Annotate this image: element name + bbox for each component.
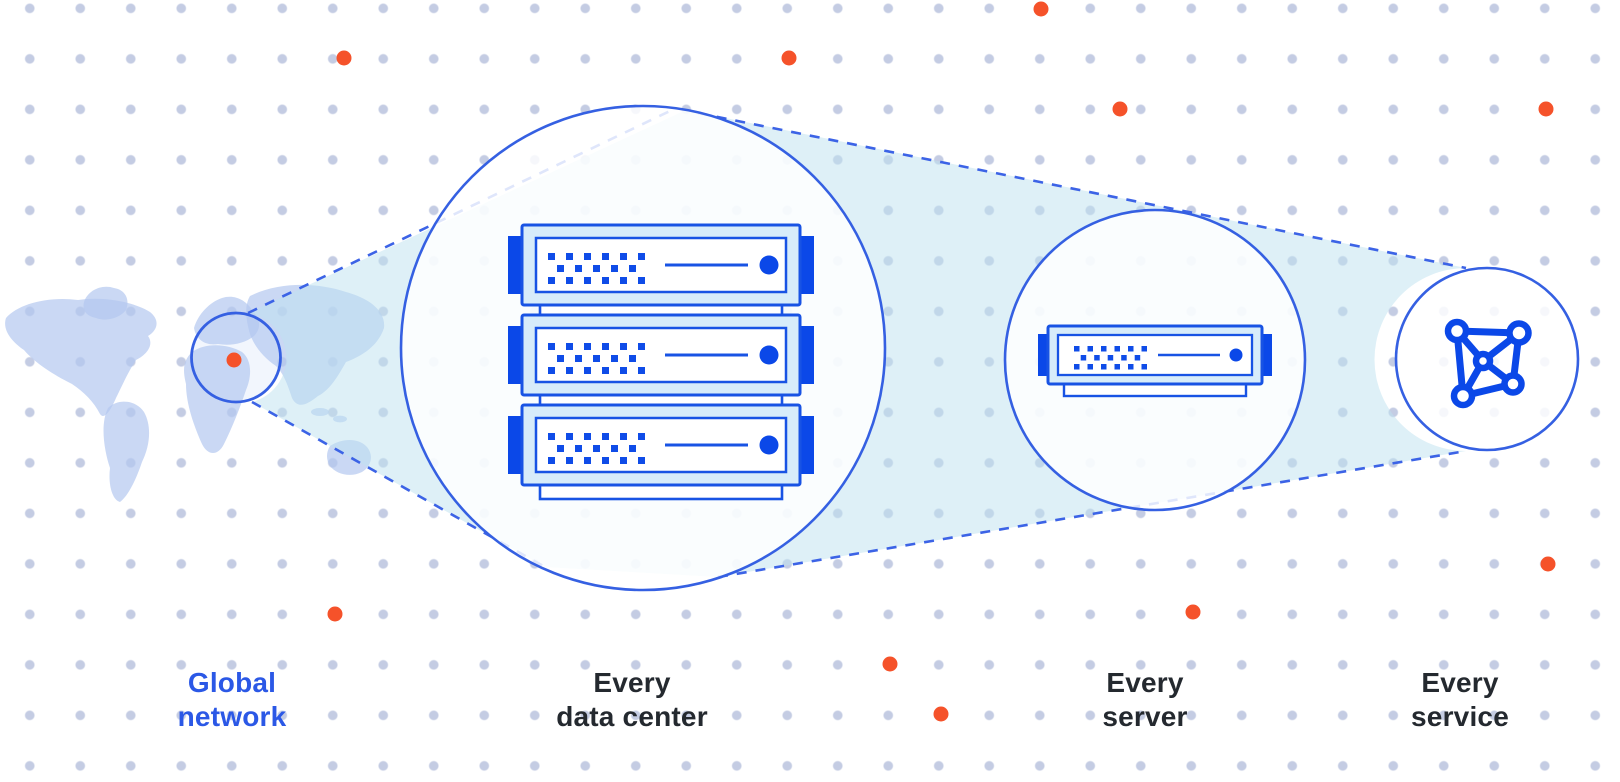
label-line: Every	[1106, 667, 1184, 698]
accent-dot	[1185, 604, 1201, 620]
label-every-server: Every server	[1102, 666, 1187, 734]
server-faceplate	[1056, 333, 1254, 377]
server-unit	[508, 223, 814, 307]
dashed-line-top-right	[697, 111, 1467, 270]
accent-dot	[933, 706, 949, 722]
server-rack-icon	[508, 223, 814, 501]
label-line: Global	[187, 667, 277, 698]
label-every-service: Every service	[1411, 666, 1509, 734]
accent-dot	[781, 50, 797, 66]
server-faceplate	[534, 416, 788, 474]
server-unit	[508, 313, 814, 397]
server-ear-right	[799, 416, 814, 474]
server-led-matrix	[548, 253, 645, 284]
map-south-america	[103, 401, 150, 502]
server-ear-right	[799, 236, 814, 294]
accent-dot	[1540, 556, 1556, 572]
label-line: service	[1411, 701, 1509, 732]
server-unit	[508, 403, 814, 487]
accent-dot	[1538, 101, 1554, 117]
server-led-matrix	[548, 343, 645, 374]
server-faceplate	[534, 326, 788, 384]
accent-dot	[336, 50, 352, 66]
mesh-node	[1501, 372, 1525, 396]
accent-dots	[226, 1, 1556, 722]
server-led-matrix	[548, 433, 645, 464]
server-icon	[1038, 324, 1272, 398]
label-line: Every	[593, 667, 671, 698]
server-power-led	[1229, 348, 1243, 362]
server-ear-left	[508, 236, 523, 294]
accent-dot	[327, 606, 343, 622]
label-global-network: Global network	[178, 666, 287, 734]
server-power-led	[759, 255, 779, 275]
mesh-network-icon	[1444, 318, 1532, 409]
location-dot	[226, 352, 242, 368]
label-every-data-center: Every data center	[556, 666, 708, 734]
mesh-node-center	[1472, 350, 1494, 372]
server-ear-right	[799, 326, 814, 384]
server-power-led	[759, 435, 779, 455]
map-europe	[194, 296, 260, 345]
mesh-node	[1450, 383, 1476, 409]
label-line: server	[1102, 701, 1188, 732]
label-line: data center	[556, 701, 708, 732]
server-ear-left	[508, 416, 523, 474]
server-led-matrix	[1074, 346, 1147, 370]
server-ear-left	[508, 326, 523, 384]
accent-dot	[882, 656, 898, 672]
server-power-led	[759, 345, 779, 365]
label-line: Every	[1421, 667, 1499, 698]
mesh-node	[1444, 318, 1470, 344]
dashed-line-bottom-right	[717, 449, 1467, 579]
label-line: network	[177, 701, 287, 732]
map-north-america	[5, 298, 157, 417]
mesh-node	[1506, 320, 1532, 346]
accent-dot	[1112, 101, 1128, 117]
server-faceplate	[534, 236, 788, 294]
accent-dot	[1033, 1, 1049, 17]
